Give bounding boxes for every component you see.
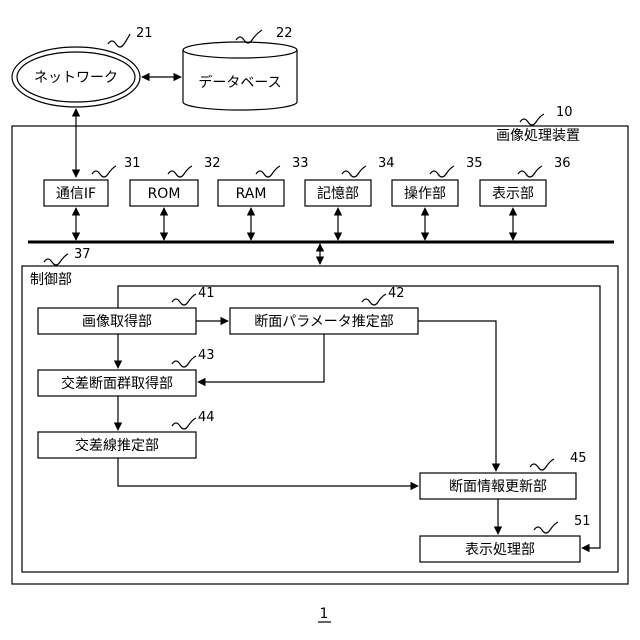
device-ref: 10 [556,105,573,120]
storage-label: 記憶部 [317,185,359,202]
database-label: データベース [198,74,281,91]
cross-section-group-ref: 43 [198,348,215,363]
ram-label: RAM [236,186,267,202]
display-processing-label: 表示処理部 [465,542,535,558]
section-param-estimation-label: 断面パラメータ推定部 [254,314,394,330]
controller-title: 制御部 [30,272,72,288]
figure-label: 1 [320,606,329,622]
network-node: ネットワーク [12,47,140,107]
rom-ref: 32 [204,156,221,171]
display-ref: 36 [554,156,571,171]
display-processing-ref: 51 [574,514,591,529]
storage-ref: 34 [378,156,395,171]
cross-line-estimation-ref: 44 [198,410,215,425]
section-info-update-ref: 45 [570,451,587,466]
device-title: 画像処理装置 [496,128,580,144]
rom-label: ROM [148,186,181,202]
network-label: ネットワーク [34,70,118,86]
device-ref-leader [520,114,544,125]
operation-ref: 35 [466,156,483,171]
display-label: 表示部 [492,186,534,202]
cross-section-group-label: 交差断面群取得部 [61,375,173,392]
database-ref: 22 [276,26,293,41]
section-info-update-label: 断面情報更新部 [449,479,547,495]
cross-line-estimation-label: 交差線推定部 [75,437,159,454]
image-acquisition-label: 画像取得部 [82,313,152,330]
comm-if-ref: 31 [124,156,141,171]
section-param-estimation-ref: 42 [388,286,405,301]
image-acquisition-ref: 41 [198,286,215,301]
database-ref-leader [236,30,262,43]
network-ref-leader [108,34,130,47]
comm-if-label: 通信IF [56,186,96,202]
database-node: データベース [183,42,297,110]
ram-ref: 33 [292,156,309,171]
controller-ref: 37 [74,247,91,262]
network-ref: 21 [136,26,153,41]
operation-label: 操作部 [404,186,446,202]
